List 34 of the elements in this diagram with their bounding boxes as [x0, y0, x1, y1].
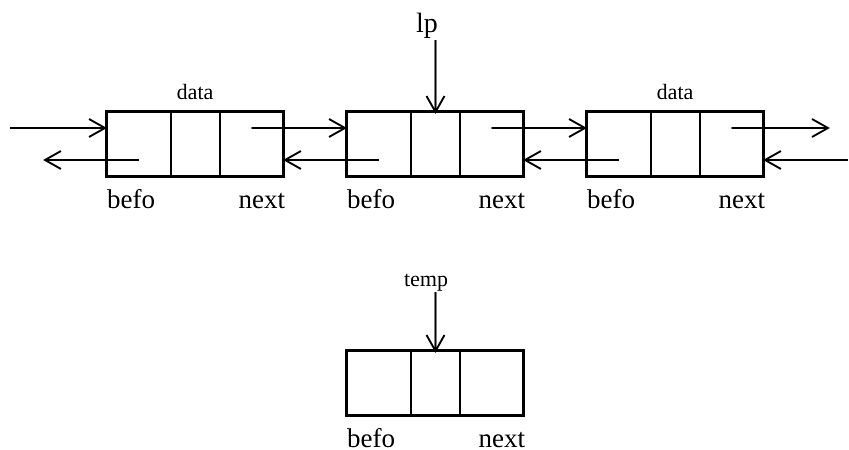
arrow [44, 150, 139, 170]
field-cell [220, 112, 283, 176]
field-label: next [718, 186, 765, 213]
arrow [10, 118, 106, 138]
field-label: befo [587, 186, 635, 213]
field-cell [700, 112, 763, 176]
field-cell [587, 112, 651, 176]
field-label: next [238, 186, 285, 213]
field-cell [347, 351, 411, 415]
field-cell [411, 351, 460, 415]
field-cell [411, 112, 460, 176]
arrow [524, 150, 619, 170]
field-cell [347, 112, 411, 176]
field-label: befo [347, 186, 395, 213]
field-cell [171, 112, 220, 176]
arrow [492, 118, 586, 138]
field-label: data [176, 81, 214, 103]
field-label: data [656, 81, 694, 103]
field-label: befo [107, 186, 155, 213]
field-cell [460, 351, 523, 415]
arrow [426, 40, 446, 113]
arrow [426, 292, 446, 352]
field-cell [460, 112, 523, 176]
arrow [284, 150, 379, 170]
field-cell [107, 112, 171, 176]
arrow [732, 118, 829, 138]
arrow [252, 118, 346, 138]
field-label: next [478, 186, 525, 213]
pointer-label: lp [416, 10, 438, 38]
pointer-label: temp [404, 268, 448, 290]
field-cell [651, 112, 700, 176]
field-label: befo [347, 425, 395, 450]
field-label: next [478, 425, 525, 450]
arrow [764, 150, 848, 170]
